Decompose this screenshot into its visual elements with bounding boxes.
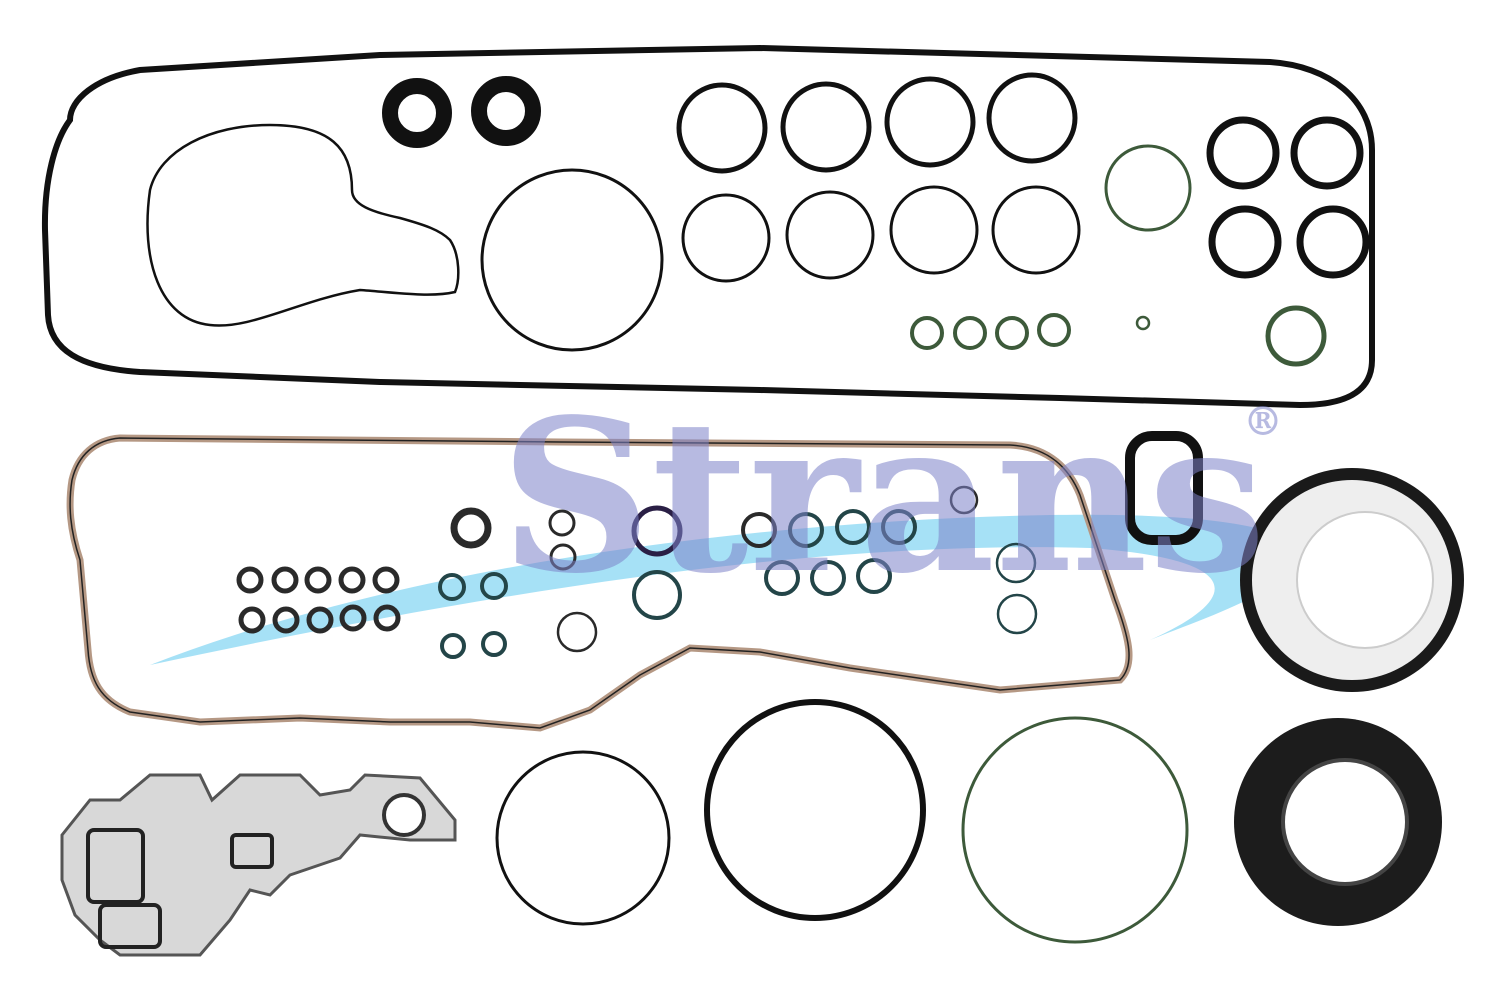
shaft-seal-icon — [471, 76, 541, 146]
lower-o-ring-thin — [495, 750, 671, 926]
green-o-ring-group — [910, 144, 1327, 367]
thin-oil-cooler-gasket — [146, 123, 460, 327]
registered-mark: ® — [1243, 398, 1283, 445]
rectangular-seal — [1125, 431, 1203, 545]
small-o-ring-group-teal — [438, 509, 1038, 659]
purple-o-ring — [631, 505, 683, 557]
watermark-text: Strans — [500, 373, 1266, 620]
watermark-brand: Strans ® — [500, 373, 1283, 620]
lower-o-ring-thick — [704, 699, 926, 921]
large-thin-o-ring — [480, 168, 664, 352]
small-o-ring-group-black — [236, 485, 979, 653]
oil-cooler-plate — [60, 773, 457, 957]
watermark-swoosh — [150, 514, 1298, 665]
front-crank-seal — [1234, 718, 1442, 926]
o-ring-group-upper — [676, 72, 1370, 283]
shaft-seal-icon — [382, 78, 452, 148]
lower-o-ring-green — [961, 716, 1189, 944]
valve-cover-gasket — [41, 44, 1375, 409]
rear-crank-seal — [1240, 468, 1464, 692]
